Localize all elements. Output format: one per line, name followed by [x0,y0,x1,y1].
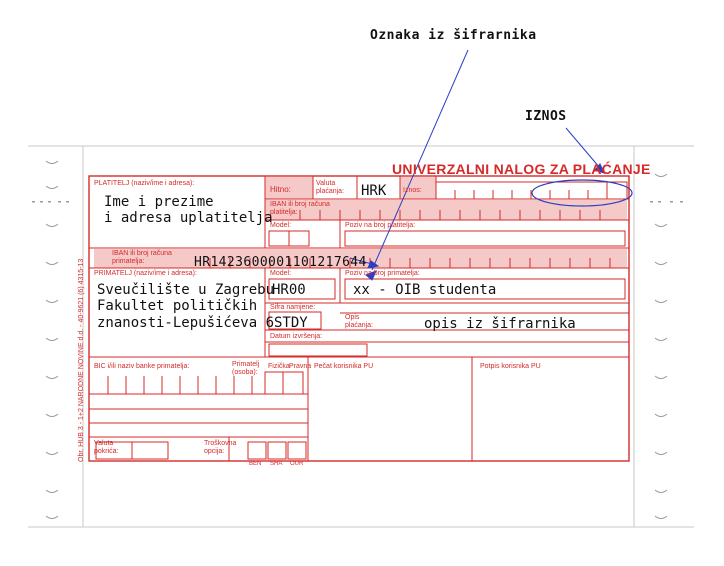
paper-edge [28,145,694,528]
reference-value: xx - OIB studenta [353,282,497,298]
annotation-arrows [349,49,633,281]
signature-label: Potpis korisnika PU [480,363,541,370]
recipient-iban-ticks [209,258,611,268]
bic-ticks [107,376,253,394]
coverage-currency-label: Valuta pokrića: [94,440,119,455]
description-value: opis iz šifrarnika [424,316,576,332]
form-side-print: Obr. HUB 3 - 1+2 NARODNE NOVINE d.d. - 4… [78,258,85,462]
annotation-code-label: Oznaka iz šifrarnika [370,28,537,43]
purpose-code-value: STDY [274,315,308,331]
perforation-dots [32,201,683,203]
shaded-fields [94,177,627,268]
currency-value: HRK [361,183,387,199]
description-label: Opis plaćanja: [345,314,374,329]
execution-date-label: Datum izvršenja: [270,333,323,340]
recipient-line3: znanosti-Lepušićeva 6 [97,315,275,331]
recipient-label: PRIMATELJ (naziv/ime i adresa): [94,270,197,277]
natural-person-label: Fizička [268,363,290,370]
recipient-line1: Sveučilište u Zagrebu [97,282,275,298]
payer-name-line1: Ime i prezime [104,194,214,210]
recipient-model-label: Model: [270,270,292,277]
recipient-boxes [95,278,626,460]
payer-model-boxes [268,230,626,247]
recipient-iban-label: IBAN ili broj računa primatelja: [112,250,172,265]
payer-iban-label: IBAN ili broj računa platitelja: [270,201,330,216]
recipient-reference-label: Poziv na broj primatelja: [345,270,420,277]
recipient-person-label: Primatelj (osoba): [232,361,260,376]
amount-field-label: Iznos: [403,187,422,194]
recipient-iban-value: HR1423600001101217644 [194,255,367,270]
fee-option-our: OUR [290,461,304,467]
annotation-amount-label: IZNOS [525,109,567,124]
model-value: HR00 [272,282,306,298]
fee-option-ben: BEN [249,461,262,467]
bic-label: BIC i/ili naziv banke primatelja: [94,363,190,370]
purpose-code-label: Šifra namjene: [270,304,316,311]
recipient-line2: Fakultet političkih [97,298,258,314]
payer-model-label: Model: [270,222,292,229]
legal-person-label: Pravna [289,363,312,370]
fee-option-sha: SHA [270,461,283,467]
fee-option-label: Troškovna opcija: [204,440,237,455]
payer-label: PLATITELJ (naziv/ime i adresa): [94,180,195,187]
currency-label: Valuta plaćanja: [316,180,345,195]
payer-name-line2: i adresa uplatitelja [104,210,273,226]
payer-iban-ticks [299,210,601,220]
amount-boxes [435,181,628,200]
payer-reference-label: Poziv na broj platitelja: [345,222,416,229]
tractor-feed-holes [45,160,668,519]
urgent-label: Hitno: [270,185,291,194]
stamp-label: Pečat korisnika PU [314,363,374,370]
form-title: UNIVERZALNI NALOG ZA PLAĆANJE [392,161,651,177]
